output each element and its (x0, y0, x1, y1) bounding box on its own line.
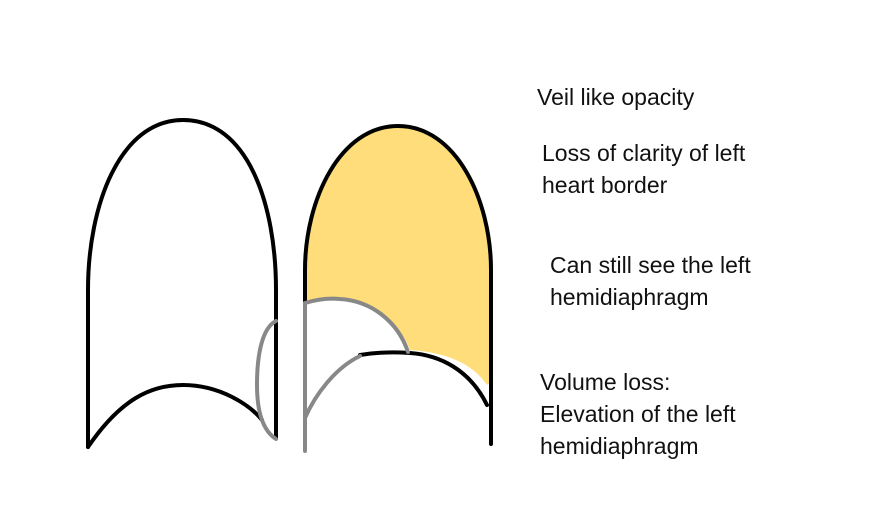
label-heart-line-2: heart border (542, 172, 668, 198)
heart-border (303, 296, 410, 354)
label-veil-line-1: Veil like opacity (537, 84, 695, 110)
label-diaphragm-line-1: Can still see the left (550, 252, 751, 278)
faint-hemidiaphragm (303, 354, 362, 420)
collapsed-lung (303, 123, 493, 453)
elevated-hemidiaphragm (358, 350, 489, 407)
label-volume-line-2: Elevation of the left (540, 401, 736, 427)
normal-heart-border (254, 319, 278, 441)
label-diaphragm-line-2: hemidiaphragm (550, 284, 709, 310)
normal-diaphragm (86, 382, 264, 449)
label-heart-border: Loss of clarity of left heart border (542, 137, 745, 201)
collapsed-lung-outline (303, 123, 493, 446)
label-volume-line-3: hemidiaphragm (540, 433, 699, 459)
label-volume-loss: Volume loss: Elevation of the left hemid… (540, 366, 736, 462)
label-veil-opacity: Veil like opacity (537, 81, 694, 113)
normal-lung-outline (86, 117, 278, 449)
label-heart-line-1: Loss of clarity of left (542, 140, 746, 166)
veil-opacity-fill (305, 126, 491, 385)
label-hemidiaphragm-visible: Can still see the left hemidiaphragm (550, 249, 751, 313)
normal-lung (86, 117, 278, 449)
label-volume-line-1: Volume loss: (540, 369, 671, 395)
